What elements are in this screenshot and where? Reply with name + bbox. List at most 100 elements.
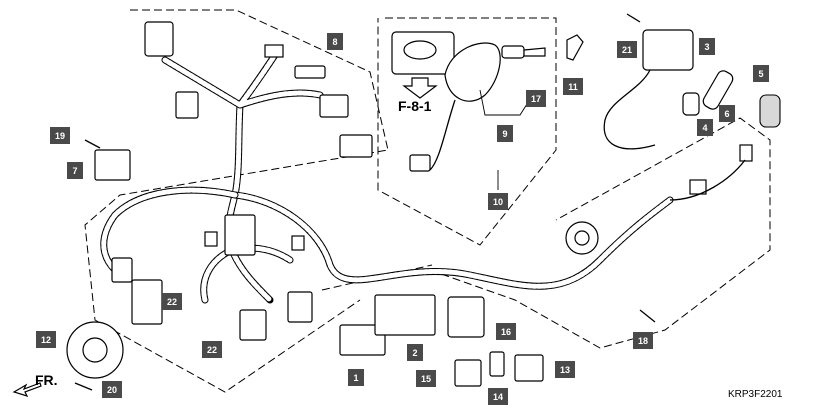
ignition-switch-group <box>391 31 584 190</box>
callout: 14 <box>488 388 508 405</box>
connector-bottom-right <box>287 291 313 323</box>
key-cylinder-reference <box>403 40 437 60</box>
svg-text:22: 22 <box>167 297 177 307</box>
callout: 7 <box>67 162 83 179</box>
bolt-20 <box>74 382 93 391</box>
part-15-relay <box>454 359 482 387</box>
callouts: 1 2 3 4 5 6 7 8 9 10 11 12 13 14 15 16 1… <box>36 33 769 405</box>
svg-text:1: 1 <box>353 373 358 383</box>
harness-branch-top-sheath <box>162 52 323 108</box>
svg-text:5: 5 <box>758 69 763 79</box>
cap-noise-suppressor <box>682 92 700 116</box>
horn-center <box>82 337 108 363</box>
callout: 1 <box>348 369 364 386</box>
ignition-coil-group <box>603 13 781 150</box>
svg-text:22: 22 <box>207 345 217 355</box>
callout: 18 <box>633 332 653 349</box>
direction-arrow <box>12 382 42 397</box>
rear-harness-outline <box>429 117 771 349</box>
svg-text:18: 18 <box>638 336 648 346</box>
callout: 6 <box>719 105 735 122</box>
svg-text:2: 2 <box>412 348 417 358</box>
ignition-connector <box>409 154 431 172</box>
rear-socket-inner <box>574 230 590 246</box>
svg-text:17: 17 <box>531 94 541 104</box>
connector-top-right-b <box>294 65 326 79</box>
callout: 21 <box>617 41 637 58</box>
harness-branch-rear-sheath <box>232 192 673 289</box>
relay-group-outline <box>321 264 433 291</box>
main-harness <box>100 51 674 304</box>
callout: 2 <box>407 344 423 361</box>
callout: 13 <box>555 361 575 378</box>
svg-text:7: 7 <box>72 166 77 176</box>
connector-top-left <box>144 21 174 57</box>
bolt-21 <box>626 13 641 23</box>
connector-mid-cluster <box>224 214 256 256</box>
callout: 5 <box>753 65 769 82</box>
callout: 3 <box>699 38 715 55</box>
harness-connectors <box>111 21 373 341</box>
spark-plug-cap <box>702 70 734 110</box>
reference-arrow <box>402 77 438 99</box>
svg-text:13: 13 <box>560 365 570 375</box>
connector-left-socket <box>111 257 133 283</box>
callout: 8 <box>327 33 343 50</box>
ignition-wire <box>429 99 456 171</box>
part-2-unit <box>374 294 436 336</box>
svg-text:14: 14 <box>493 392 503 402</box>
callout: 20 <box>102 381 122 398</box>
callout: 11 <box>563 78 583 95</box>
callout: 19 <box>50 127 70 144</box>
part-1-cover <box>339 324 386 356</box>
callout: 17 <box>526 90 546 107</box>
switch-group-outline <box>377 17 557 246</box>
callout: 22 <box>202 341 222 358</box>
callout: 16 <box>496 323 516 340</box>
connector-right-a <box>319 94 349 118</box>
coil-lead <box>603 69 656 150</box>
svg-text:12: 12 <box>41 335 51 345</box>
callout: 10 <box>488 193 508 210</box>
group-outlines <box>84 9 771 393</box>
harness-branch-left-sheath <box>101 187 238 273</box>
rear-connector-a <box>739 144 753 162</box>
svg-text:9: 9 <box>502 129 507 139</box>
part-14-relay <box>489 351 505 377</box>
svg-text:8: 8 <box>332 37 337 47</box>
connector-top-right-a <box>264 44 284 58</box>
ignition-coil <box>642 29 694 71</box>
connector-top-mid <box>175 91 199 119</box>
svg-text:21: 21 <box>622 45 632 55</box>
bolt-19 <box>84 139 101 149</box>
bolt-18 <box>639 309 656 323</box>
connector-small-a <box>204 231 218 247</box>
cap-boot <box>759 94 781 128</box>
svg-text:3: 3 <box>704 42 709 52</box>
horn-group <box>66 321 124 391</box>
relay-group <box>84 139 544 387</box>
fuse-box <box>131 279 163 325</box>
part-13-relay <box>514 354 544 382</box>
harness-group-outline <box>84 9 389 393</box>
svg-text:4: 4 <box>702 123 707 133</box>
svg-text:11: 11 <box>568 82 578 92</box>
svg-text:15: 15 <box>421 374 431 384</box>
connector-bottom-mid <box>239 309 267 341</box>
diagram-code: KRP3F2201 <box>728 389 783 400</box>
direction-indicator: FR. <box>12 372 58 397</box>
svg-text:19: 19 <box>55 131 65 141</box>
rear-harness-details <box>565 144 753 323</box>
connector-small-b <box>291 235 305 251</box>
svg-text:16: 16 <box>501 327 511 337</box>
svg-text:20: 20 <box>107 385 117 395</box>
svg-text:6: 6 <box>724 109 729 119</box>
connector-right-b <box>339 134 373 158</box>
reference-label: F-8-1 <box>398 98 432 114</box>
ignition-key <box>501 45 525 59</box>
callout: 15 <box>416 370 436 387</box>
svg-text:10: 10 <box>493 197 503 207</box>
callout: 22 <box>162 293 182 310</box>
direction-label: FR. <box>35 372 58 388</box>
